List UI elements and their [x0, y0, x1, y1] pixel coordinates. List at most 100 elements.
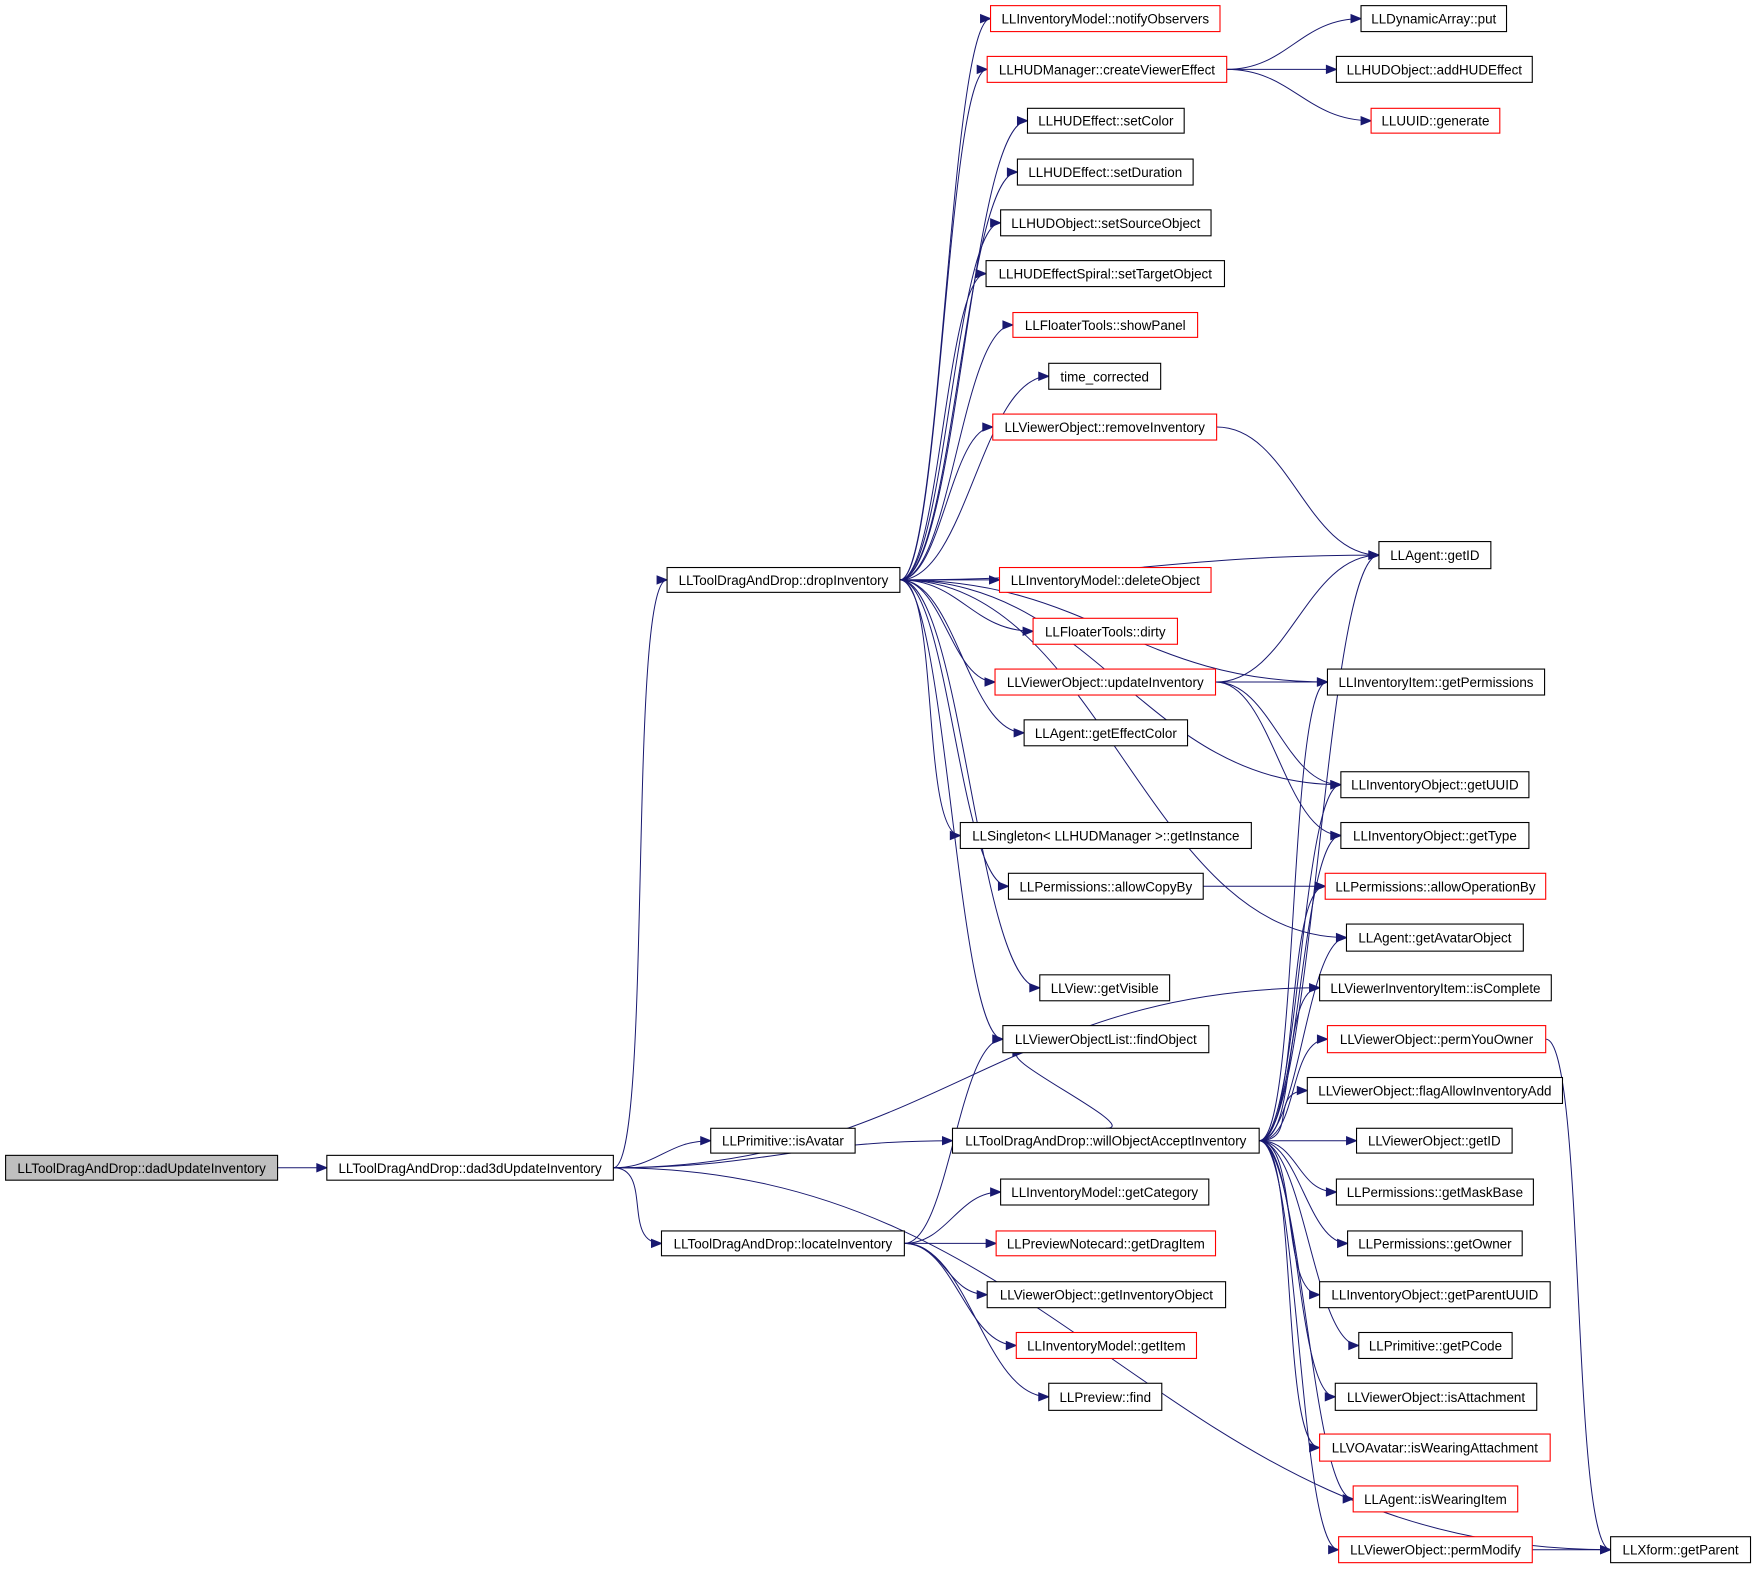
node-dad3d[interactable]: LLToolDragAndDrop::dad3dUpdateInventory: [326, 1154, 614, 1181]
node-box: [1016, 158, 1194, 186]
arrowhead-drop-inventory-to-delete-object: [988, 575, 1001, 585]
node-dyn-put[interactable]: LLDynamicArray::put: [1360, 5, 1508, 33]
node-drop-inventory[interactable]: LLToolDragAndDrop::dropInventory: [666, 566, 901, 593]
node-get-owner[interactable]: LLPermissions::getOwner: [1347, 1230, 1523, 1257]
node-get-instance[interactable]: LLSingleton< LLHUDManager >::getInstance: [959, 821, 1252, 850]
arrowhead-will-object-accept-to-get-owner: [1337, 1238, 1349, 1249]
arrowhead-dad3d-to-drop-inventory: [656, 575, 669, 585]
node-box: [1000, 209, 1212, 237]
arrowhead-will-object-accept-to-get-avatar-object: [1335, 932, 1348, 943]
node-box: [1326, 668, 1546, 696]
node-set-color[interactable]: LLHUDEffect::setColor: [1026, 107, 1185, 134]
node-agent-get-id[interactable]: LLAgent::getID: [1378, 541, 1492, 570]
edge-drop-inventory-to-find-object: [899, 579, 1003, 1040]
node-box: [1358, 1331, 1513, 1359]
edge-will-object-accept-to-allow-operation-by: [1259, 885, 1326, 1142]
node-is-complete[interactable]: LLViewerInventoryItem::isComplete: [1319, 974, 1552, 1002]
node-perm-modify[interactable]: LLViewerObject::permModify: [1338, 1536, 1533, 1564]
edge-dad3d-to-will-object-accept: [613, 1140, 953, 1169]
node-get-inventory-object[interactable]: LLViewerObject::getInventoryObject: [986, 1281, 1227, 1309]
node-get-visible[interactable]: LLView::getVisible: [1039, 974, 1171, 1002]
node-label: LLFloaterTools::dirty: [1045, 624, 1166, 639]
node-vo-get-id[interactable]: LLViewerObject::getID: [1355, 1127, 1513, 1154]
node-notify-observers[interactable]: LLInventoryModel::notifyObservers: [989, 5, 1221, 33]
arrowhead-locate-inventory-to-find-object: [992, 1034, 1005, 1044]
node-box: [1335, 1178, 1534, 1206]
node-box: [1026, 107, 1185, 134]
node-update-inventory[interactable]: LLViewerObject::updateInventory: [994, 668, 1217, 696]
node-create-viewer-effect[interactable]: LLHUDManager::createViewerEffect: [986, 55, 1228, 83]
node-is-attachment[interactable]: LLViewerObject::isAttachment: [1334, 1382, 1538, 1411]
arrowhead-will-object-accept-to-get-parent-uuid: [1309, 1289, 1321, 1300]
node-locate-inventory[interactable]: LLToolDragAndDrop::locateInventory: [660, 1230, 905, 1257]
node-get-category[interactable]: LLInventoryModel::getCategory: [1000, 1178, 1210, 1206]
arrowhead-drop-inventory-to-set-duration: [1006, 167, 1019, 177]
node-perm-you-owner[interactable]: LLViewerObject::permYouOwner: [1326, 1025, 1547, 1054]
node-get-pcode[interactable]: LLPrimitive::getPCode: [1358, 1331, 1513, 1359]
node-get-avatar-object[interactable]: LLAgent::getAvatarObject: [1345, 923, 1524, 952]
node-flag-allow-inventory-add[interactable]: LLViewerObject::flagAllowInventoryAdd: [1306, 1076, 1564, 1105]
node-label: LLToolDragAndDrop::dad3dUpdateInventory: [338, 1161, 602, 1176]
node-get-item[interactable]: LLInventoryModel::getItem: [1015, 1331, 1198, 1359]
edge-update-inventory-to-get-type: [1215, 681, 1341, 836]
node-is-wearing-item[interactable]: LLAgent::isWearingItem: [1352, 1485, 1519, 1513]
node-is-avatar[interactable]: LLPrimitive::isAvatar: [710, 1127, 856, 1154]
node-allow-copy-by[interactable]: LLPermissions::allowCopyBy: [1007, 872, 1204, 900]
node-get-mask-base[interactable]: LLPermissions::getMaskBase: [1335, 1178, 1534, 1206]
node-label: LLToolDragAndDrop::locateInventory: [674, 1236, 893, 1251]
node-xform-get-parent[interactable]: LLXform::getParent: [1610, 1536, 1752, 1564]
arrowhead-drop-inventory-to-show-panel: [1002, 320, 1015, 330]
node-dad-update-inventory[interactable]: LLToolDragAndDrop::dadUpdateInventory: [5, 1154, 279, 1181]
node-dirty[interactable]: LLFloaterTools::dirty: [1032, 617, 1179, 645]
node-label: LLPreview::find: [1059, 1390, 1151, 1405]
edge-will-object-accept-to-get-permissions: [1259, 681, 1328, 1142]
node-remove-inventory[interactable]: LLViewerObject::removeInventory: [992, 413, 1218, 441]
node-label: LLSingleton< LLHUDManager >::getInstance: [972, 828, 1239, 843]
node-label: LLToolDragAndDrop::dadUpdateInventory: [17, 1161, 266, 1176]
node-will-object-accept[interactable]: LLToolDragAndDrop::willObjectAcceptInven…: [951, 1127, 1260, 1154]
arrowhead-will-object-accept-to-is-complete: [1309, 983, 1321, 993]
node-get-parent-uuid[interactable]: LLInventoryObject::getParentUUID: [1319, 1281, 1551, 1309]
edge-create-viewer-effect-to-dyn-put: [1226, 18, 1362, 70]
arrowhead-dad-update-inventory-to-dad3d: [316, 1163, 329, 1173]
node-get-effect-color[interactable]: LLAgent::getEffectColor: [1023, 719, 1189, 747]
edge-will-object-accept-to-find-object: [1016, 1052, 1113, 1129]
node-box: [710, 1127, 856, 1154]
arrowhead-locate-inventory-to-get-category: [990, 1187, 1002, 1197]
node-show-panel[interactable]: LLFloaterTools::showPanel: [1012, 311, 1199, 338]
node-get-type[interactable]: LLInventoryObject::getType: [1340, 821, 1530, 850]
arrowhead-drop-inventory-to-notify-observers: [980, 13, 992, 24]
node-box: [1306, 1076, 1564, 1105]
edge-will-object-accept-to-is-attachment: [1259, 1140, 1336, 1398]
node-set-duration[interactable]: LLHUDEffect::setDuration: [1016, 158, 1194, 186]
node-delete-object[interactable]: LLInventoryModel::deleteObject: [998, 566, 1212, 593]
node-get-uuid[interactable]: LLInventoryObject::getUUID: [1340, 771, 1530, 799]
node-label: LLViewerObject::getID: [1368, 1134, 1501, 1149]
arrowhead-will-object-accept-to-agent-get-id: [1368, 550, 1381, 560]
edge-drop-inventory-to-dirty: [899, 579, 1034, 632]
node-get-drag-item[interactable]: LLPreviewNotecard::getDragItem: [995, 1230, 1217, 1257]
node-box: [1002, 1025, 1210, 1054]
edge-create-viewer-effect-to-uuid-generate: [1226, 68, 1372, 122]
arrowhead-dad3d-to-will-object-accept: [941, 1135, 954, 1146]
node-uuid-generate[interactable]: LLUUID::generate: [1370, 107, 1501, 134]
node-preview-find[interactable]: LLPreview::find: [1048, 1382, 1163, 1411]
node-set-source-object[interactable]: LLHUDObject::setSourceObject: [1000, 209, 1212, 237]
node-label: LLFloaterTools::showPanel: [1025, 318, 1186, 333]
node-box: [992, 413, 1218, 441]
arrowhead-drop-inventory-to-set-source-object: [990, 218, 1002, 228]
node-allow-operation-by[interactable]: LLPermissions::allowOperationBy: [1324, 872, 1547, 900]
node-add-hudeffect[interactable]: LLHUDObject::addHUDEffect: [1335, 55, 1533, 83]
node-label: LLPermissions::getOwner: [1358, 1236, 1512, 1251]
node-box: [1319, 1281, 1551, 1309]
node-box: [1326, 1025, 1547, 1054]
node-is-wearing-attachment[interactable]: LLVOAvatar::isWearingAttachment: [1319, 1433, 1551, 1462]
node-set-target-object[interactable]: LLHUDEffectSpiral::setTargetObject: [985, 260, 1226, 288]
node-find-object[interactable]: LLViewerObjectList::findObject: [1002, 1025, 1210, 1054]
edge-drop-inventory-to-set-target-object: [899, 273, 987, 581]
node-time-corrected[interactable]: time_corrected: [1048, 362, 1162, 390]
node-label: LLPermissions::getMaskBase: [1347, 1185, 1523, 1200]
node-get-permissions[interactable]: LLInventoryItem::getPermissions: [1326, 668, 1546, 696]
